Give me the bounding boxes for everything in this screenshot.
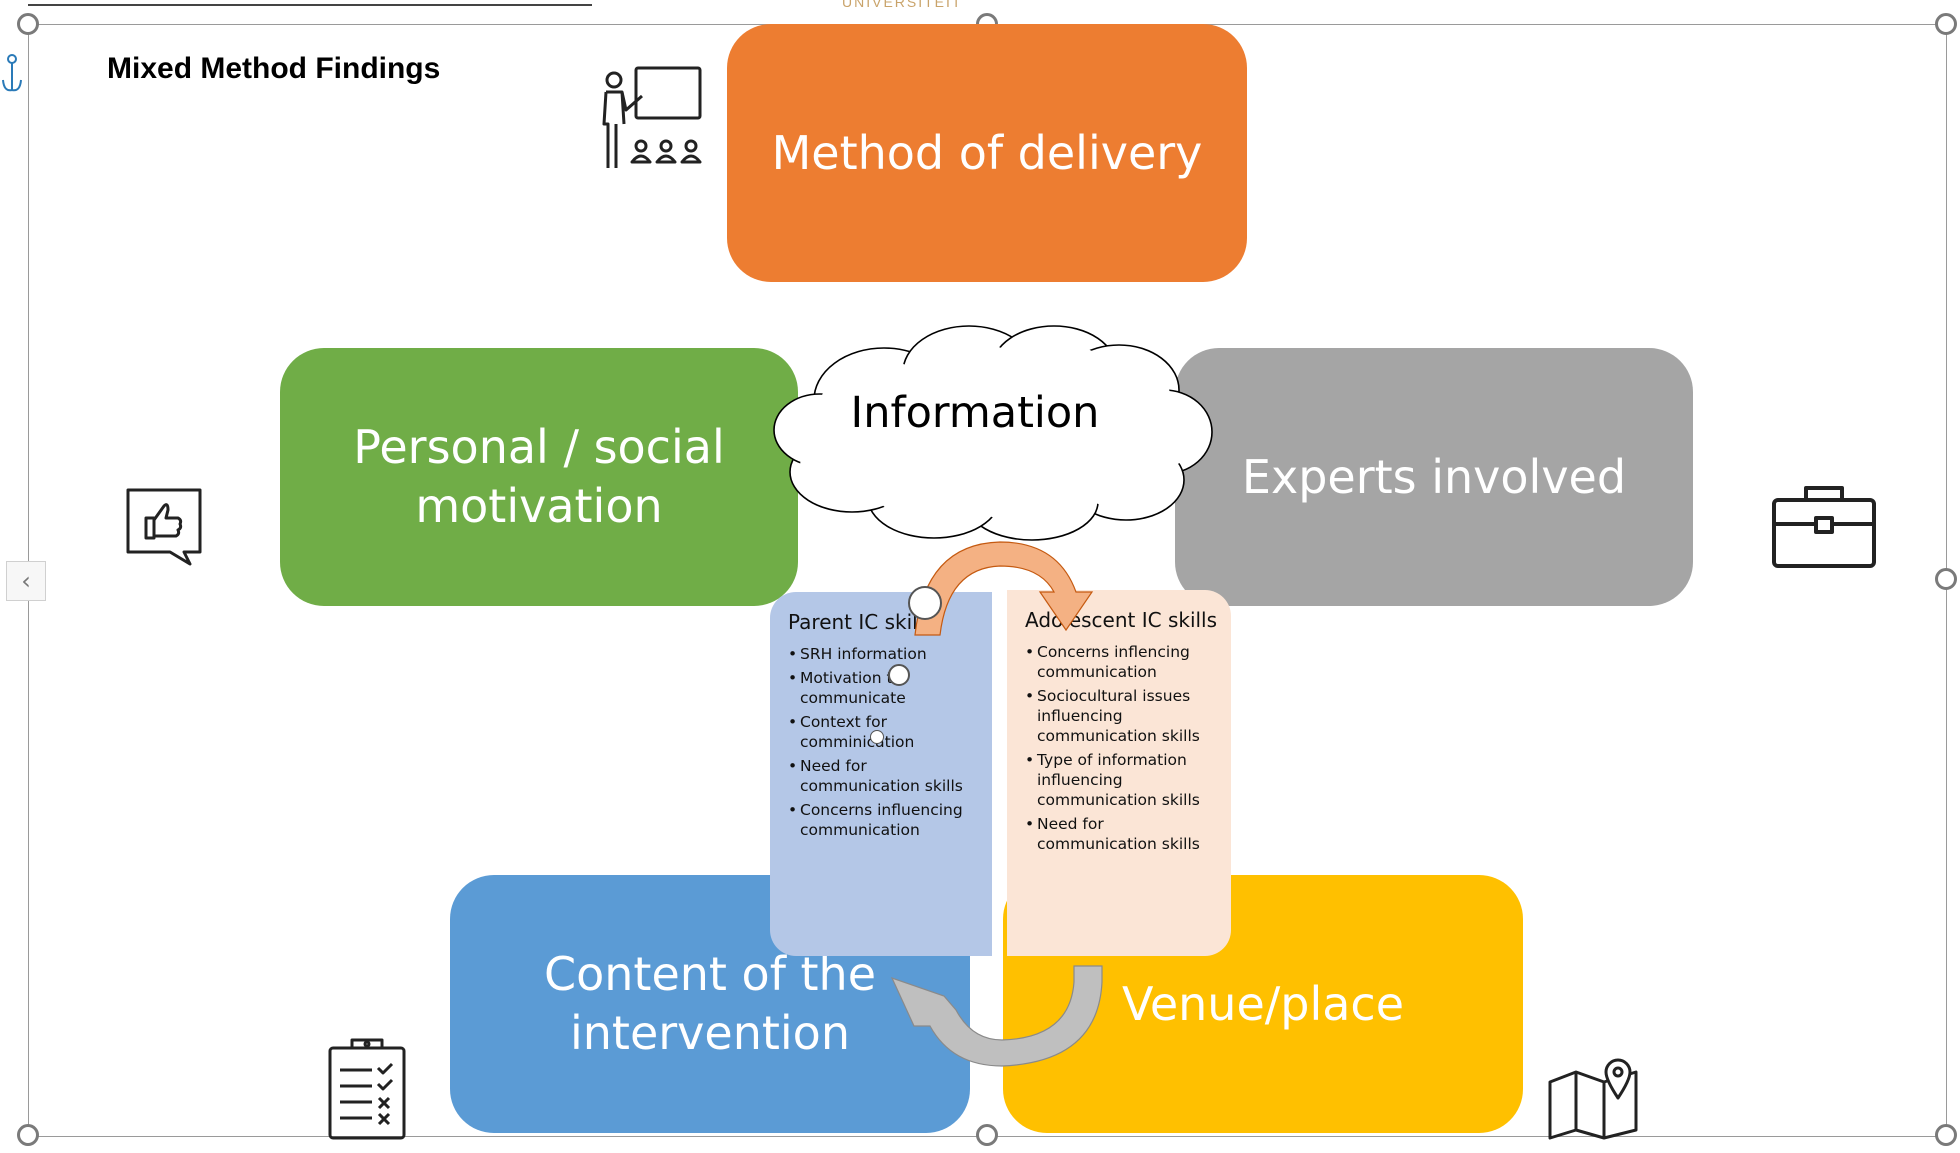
list-item: Concerns influencing communication bbox=[788, 800, 974, 840]
teacher-presentation-icon bbox=[602, 66, 702, 168]
parent-ic-skills-panel[interactable]: Parent IC skills SRH information Motivat… bbox=[770, 592, 992, 956]
content-of-intervention-label: Content of the intervention bbox=[544, 945, 876, 1063]
list-item: Concerns inflencing communication bbox=[1025, 642, 1213, 682]
arrow-adjust-handle[interactable] bbox=[888, 664, 910, 686]
list-item: Motivation to communicate bbox=[788, 668, 974, 708]
document-top-line bbox=[28, 0, 592, 6]
list-item: Sociocultural issues influencing communi… bbox=[1025, 686, 1213, 746]
parent-skills-list: SRH information Motivation to communicat… bbox=[788, 644, 974, 840]
arrow-adjust-handle[interactable] bbox=[870, 730, 884, 744]
clipboard-checklist-icon bbox=[328, 1038, 406, 1140]
collapse-pane-button[interactable]: ‹ bbox=[6, 561, 46, 601]
top-curved-arrow[interactable] bbox=[880, 530, 1120, 640]
list-item: Need for communication skills bbox=[788, 756, 974, 796]
method-of-delivery-box[interactable]: Method of delivery bbox=[727, 24, 1247, 282]
content-of-intervention-box[interactable]: Content of the intervention bbox=[450, 875, 970, 1133]
content-label-line1: Content of the bbox=[543, 947, 877, 1001]
slide-title: Mixed Method Findings bbox=[107, 52, 441, 85]
resize-handle-bottom-left[interactable] bbox=[17, 1124, 39, 1146]
resize-handle-middle-right[interactable] bbox=[1935, 568, 1957, 590]
resize-handle-top-right[interactable] bbox=[1935, 13, 1957, 35]
briefcase-icon bbox=[1772, 486, 1876, 568]
adolescent-ic-skills-panel[interactable]: Adolescent IC skills Concerns inflencing… bbox=[1007, 590, 1231, 956]
list-item: Context for comminication bbox=[788, 712, 974, 752]
information-label: Information bbox=[850, 388, 1100, 438]
list-item: Need for communication skills bbox=[1025, 814, 1213, 854]
resize-handle-top-left[interactable] bbox=[17, 13, 39, 35]
bottom-curved-arrow[interactable] bbox=[880, 962, 1120, 1076]
university-logo-text: UNIVERSITEIT bbox=[842, 0, 963, 10]
parent-panel-title: Parent IC skills bbox=[788, 610, 934, 634]
map-location-pin-icon bbox=[1548, 1058, 1638, 1140]
anchor-icon[interactable] bbox=[0, 52, 24, 96]
information-cloud[interactable] bbox=[764, 320, 1220, 542]
adolescent-skills-list: Concerns inflencing communication Socioc… bbox=[1025, 642, 1213, 854]
personal-social-motivation-box[interactable]: Personal / social motivation bbox=[280, 348, 798, 606]
list-item: Type of information influencing communic… bbox=[1025, 750, 1213, 810]
experts-involved-label: Experts involved bbox=[1241, 449, 1627, 504]
chevron-left-icon: ‹ bbox=[21, 567, 31, 595]
resize-handle-bottom-center[interactable] bbox=[976, 1124, 998, 1146]
personal-social-motivation-label: Personal / social motivation bbox=[353, 418, 724, 536]
thumbs-up-speech-bubble-icon bbox=[126, 488, 202, 566]
arrow-adjust-handle[interactable] bbox=[908, 586, 942, 620]
method-of-delivery-label: Method of delivery bbox=[771, 125, 1203, 180]
resize-handle-bottom-right[interactable] bbox=[1935, 1124, 1957, 1146]
venue-place-label: Venue/place bbox=[1121, 976, 1405, 1031]
list-item: SRH information bbox=[788, 644, 974, 664]
experts-involved-box[interactable]: Experts involved bbox=[1175, 348, 1693, 606]
personal-label-line1: Personal / social bbox=[353, 420, 725, 474]
personal-label-line2: motivation bbox=[415, 479, 663, 533]
content-label-line2: intervention bbox=[570, 1006, 850, 1060]
